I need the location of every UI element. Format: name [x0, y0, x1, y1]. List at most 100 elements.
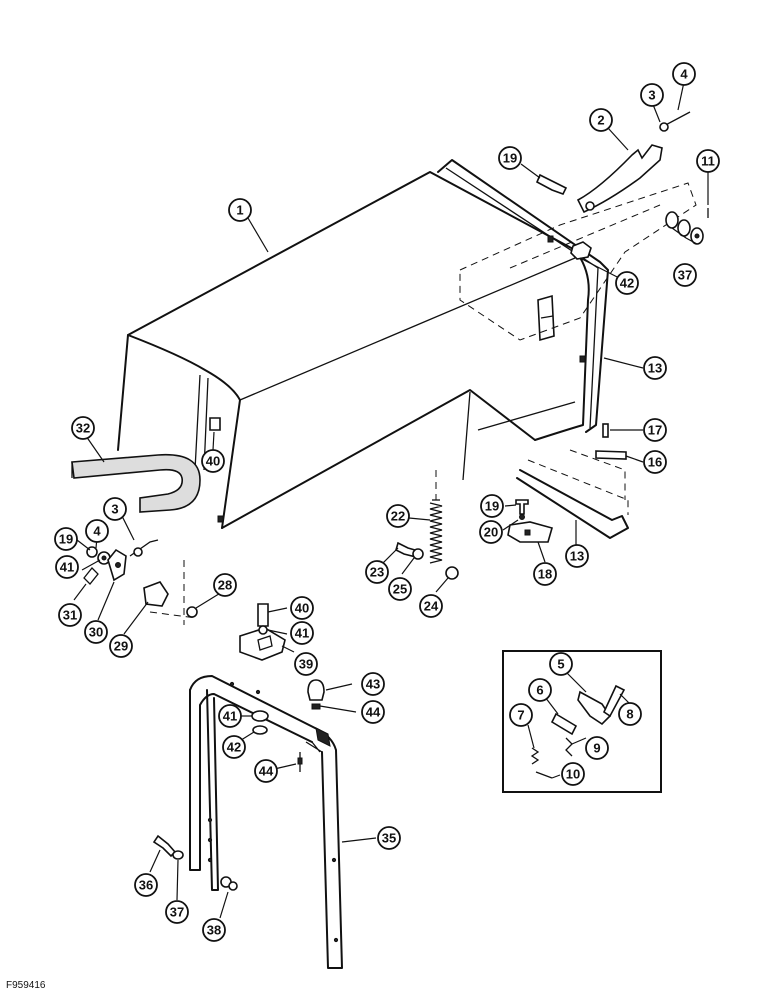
callout-label: 41 — [223, 709, 237, 724]
callout-label: 37 — [678, 268, 692, 283]
nut-42-top — [570, 241, 592, 260]
latch-bar-13 — [516, 449, 629, 539]
bolt-19-top — [535, 173, 568, 195]
callout-19-top: 19 — [498, 146, 522, 170]
callout-label: 19 — [485, 499, 499, 514]
callout-11: 11 — [696, 149, 720, 173]
callout-label: 9 — [593, 741, 600, 756]
callout-35: 35 — [377, 826, 401, 850]
callout-label: 22 — [391, 509, 405, 524]
callout-label: 18 — [538, 567, 552, 582]
callout-29: 29 — [109, 634, 133, 658]
callout-41-left: 41 — [55, 555, 79, 579]
callout-label: 38 — [207, 923, 221, 938]
callout-label: 28 — [218, 578, 232, 593]
bumper-43 — [307, 679, 325, 710]
callout-43: 43 — [361, 672, 385, 696]
washer-25 — [412, 548, 424, 560]
callout-18: 18 — [533, 562, 557, 586]
pin-44 — [297, 752, 303, 772]
callout-label: 42 — [620, 276, 634, 291]
callout-label: 13 — [570, 549, 584, 564]
callout-41-frame: 41 — [218, 704, 242, 728]
callout-8: 8 — [618, 702, 642, 726]
callout-label: 44 — [259, 764, 274, 779]
callout-label: 25 — [393, 582, 407, 597]
callout-44-left: 44 — [254, 759, 278, 783]
callout-label: 4 — [93, 524, 101, 539]
washer-37-low — [172, 850, 184, 860]
callout-9: 9 — [585, 736, 609, 760]
callout-25: 25 — [388, 577, 412, 601]
bolt-19-center — [515, 499, 529, 520]
callout-40-upper: 40 — [201, 449, 225, 473]
callout-label: 37 — [170, 905, 184, 920]
callout-label: 42 — [227, 740, 241, 755]
callout-label: 19 — [59, 532, 73, 547]
callout-40-lower: 40 — [290, 596, 314, 620]
callout-6: 6 — [528, 678, 552, 702]
bracket-18 — [507, 521, 553, 543]
callout-label: 20 — [484, 525, 498, 540]
bracket-39 — [239, 603, 286, 661]
callout-3-left: 3 — [103, 497, 127, 521]
hood-shield — [117, 159, 609, 529]
callout-17: 17 — [643, 418, 667, 442]
left-hardware — [83, 539, 198, 625]
callout-label: 1 — [236, 203, 243, 218]
callout-16: 16 — [643, 450, 667, 474]
callout-41-lower: 41 — [290, 621, 314, 645]
washer-41-42 — [251, 710, 269, 735]
callout-13-right: 13 — [643, 356, 667, 380]
callout-label: 17 — [648, 423, 662, 438]
figure-id: F959416 — [6, 980, 46, 991]
callout-7: 7 — [509, 703, 533, 727]
callout-3: 3 — [640, 83, 664, 107]
callout-label: 3 — [648, 88, 655, 103]
callout-13-bottom: 13 — [565, 544, 589, 568]
callout-38: 38 — [202, 918, 226, 942]
callout-label: 40 — [206, 454, 220, 469]
spring-22 — [429, 470, 443, 564]
callout-5: 5 — [549, 652, 573, 676]
callout-42-frame: 42 — [222, 735, 246, 759]
callout-31: 31 — [58, 603, 82, 627]
callout-label: 35 — [382, 831, 396, 846]
callout-37-top: 37 — [673, 263, 697, 287]
mounting-plate-outline — [459, 182, 697, 341]
callout-label: 31 — [63, 608, 77, 623]
callout-23: 23 — [365, 560, 389, 584]
bolt-36 — [152, 834, 177, 858]
callout-2: 2 — [589, 108, 613, 132]
callout-label: 5 — [557, 657, 564, 672]
callout-36: 36 — [134, 873, 158, 897]
callout-label: 3 — [111, 502, 118, 517]
callout-label: 41 — [295, 626, 309, 641]
pin-17 — [602, 423, 609, 438]
callout-20: 20 — [479, 520, 503, 544]
callout-label: 2 — [597, 113, 604, 128]
callout-label: 13 — [648, 361, 662, 376]
callout-label: 11 — [701, 154, 715, 169]
callout-22: 22 — [386, 504, 410, 528]
frame-35 — [189, 675, 343, 969]
callout-label: 16 — [648, 455, 662, 470]
callout-1: 1 — [228, 198, 252, 222]
bracket-16 — [595, 450, 627, 460]
callout-44-right: 44 — [361, 700, 385, 724]
callout-label: 30 — [89, 625, 103, 640]
callout-19-left: 19 — [54, 527, 78, 551]
callout-32: 32 — [71, 416, 95, 440]
callout-19-center: 19 — [480, 494, 504, 518]
callout-label: 7 — [517, 708, 524, 723]
callout-label: 6 — [536, 683, 543, 698]
callout-label: 29 — [114, 639, 128, 654]
callout-42-top: 42 — [615, 271, 639, 295]
callout-10: 10 — [561, 762, 585, 786]
callout-4: 4 — [672, 62, 696, 86]
callout-label: 44 — [366, 705, 381, 720]
callout-24: 24 — [419, 594, 443, 618]
nut-38 — [220, 876, 238, 891]
callouts: 1 2 3 4 11 19 42 37 13 17 16 32 40 22 19… — [54, 62, 720, 942]
